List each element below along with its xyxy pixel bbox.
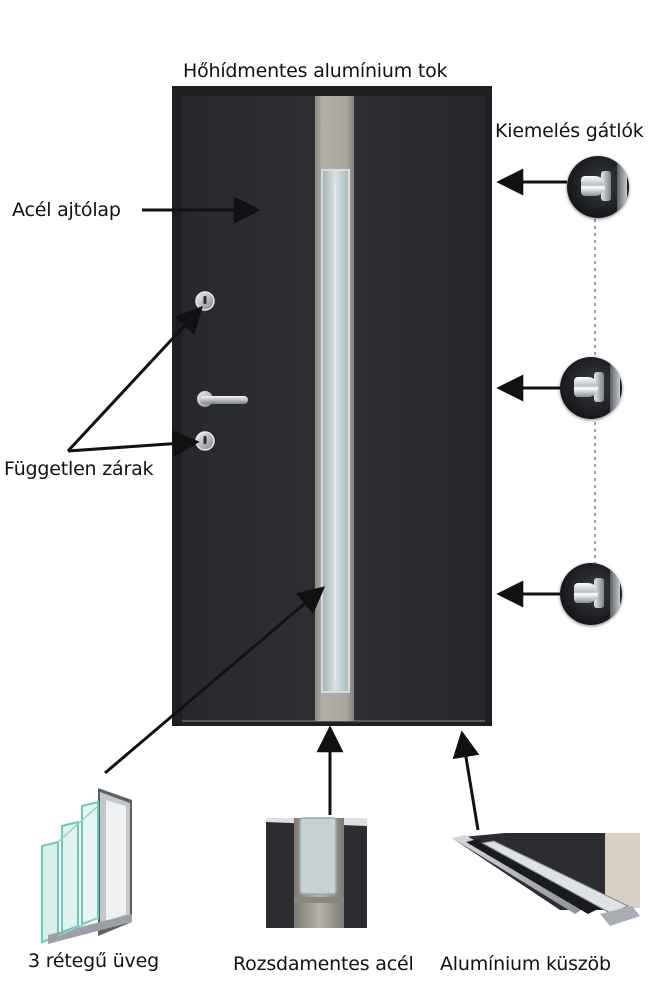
label-hinge-guards: Kiemelés gátlók	[495, 120, 644, 142]
door	[172, 86, 492, 726]
stainless-detail-illustration	[266, 817, 367, 928]
arrow-upper-lock	[66, 306, 203, 453]
cylinder-lock-icon	[195, 431, 215, 451]
hinge-pin-icon	[567, 156, 629, 218]
label-frame: Hőhídmentes alumínium tok	[183, 60, 448, 82]
cylinder-lock-icon	[195, 291, 215, 311]
label-glass: 3 rétegű üveg	[28, 950, 159, 972]
threshold-detail-illustration	[452, 833, 640, 926]
triple-glass-illustration	[41, 788, 132, 944]
arrows	[66, 168, 567, 831]
lever-handle-icon	[197, 391, 248, 407]
label-door-leaf: Acél ajtólap	[12, 199, 121, 221]
label-threshold: Alumínium küszöb	[440, 953, 611, 975]
arrow-threshold	[452, 730, 480, 831]
label-locks: Független zárak	[4, 458, 154, 480]
label-stainless: Rozsdamentes acél	[233, 953, 414, 975]
hinge-pin-icon	[560, 563, 622, 625]
arrow-lower-lock	[67, 430, 200, 458]
arrow-glass	[104, 586, 326, 775]
hinge-pin-icon	[560, 357, 622, 419]
